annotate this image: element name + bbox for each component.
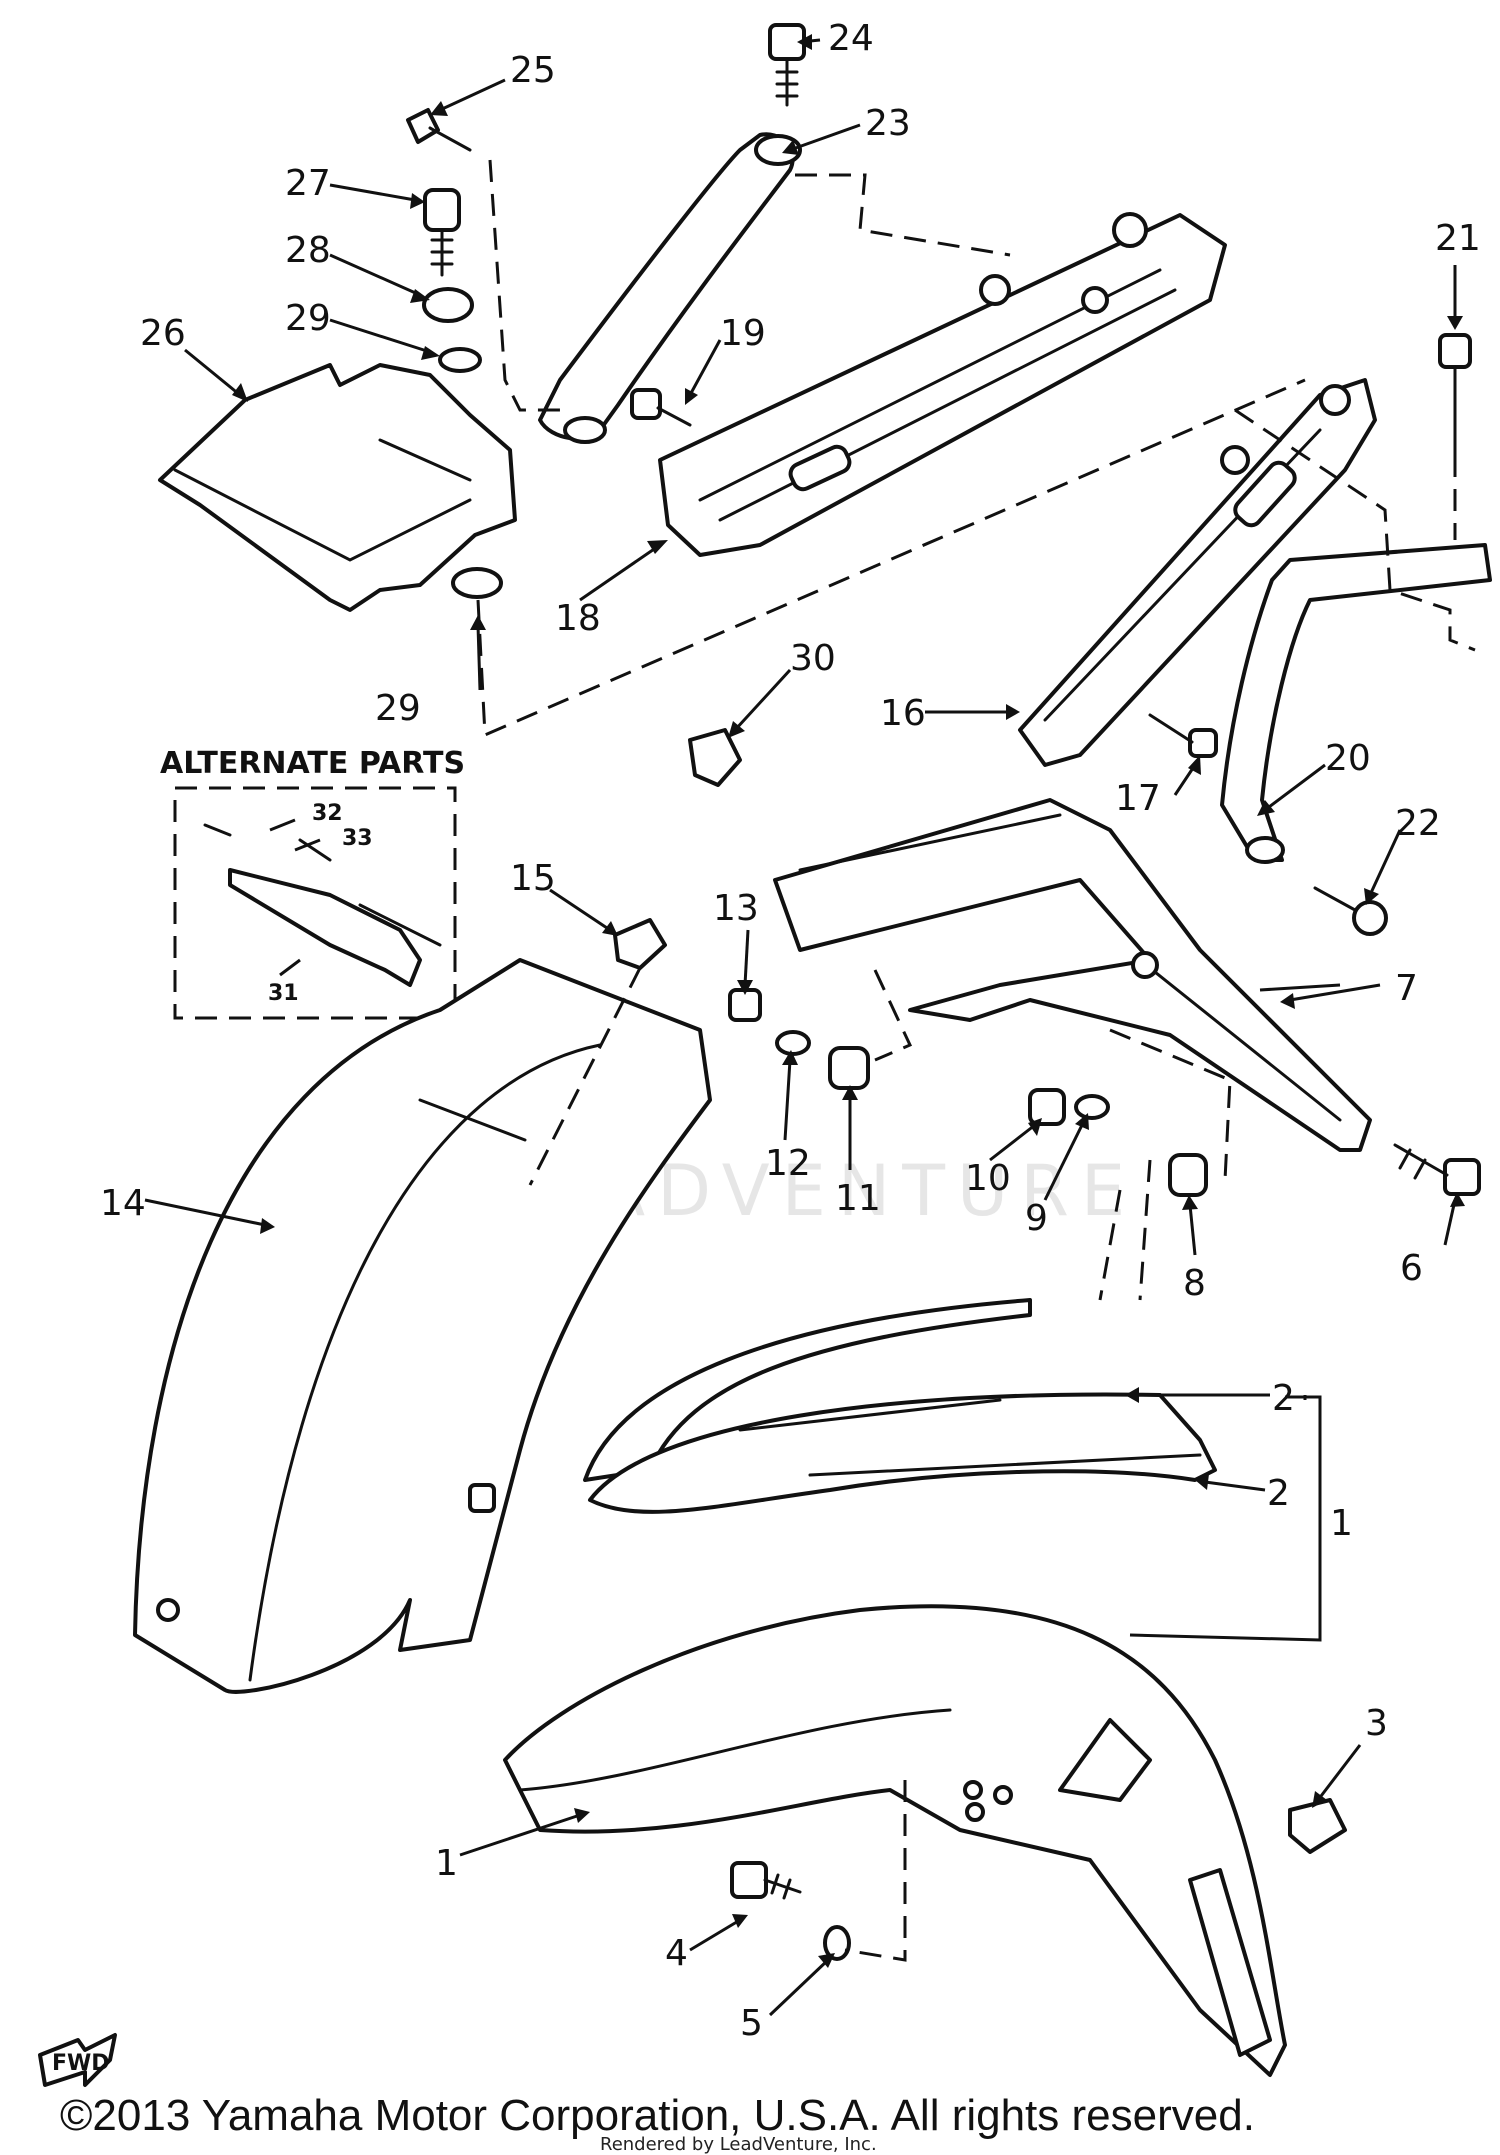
callout-3: 3	[1365, 1703, 1388, 1744]
callout-labels: 24 25 23 27 28 29 26 19 21 18 29 30 16 1…	[100, 18, 1481, 2044]
callout-18: 18	[555, 598, 601, 639]
alternate-bracket-31	[203, 823, 442, 987]
rendered-by-notice: Rendered by LeadVenture, Inc.	[600, 2134, 877, 2155]
callout-25: 25	[510, 50, 556, 91]
grab-bar-23	[538, 132, 802, 444]
cover-plate-26	[158, 363, 517, 612]
callout-19: 19	[720, 313, 766, 354]
callout-32: 32	[312, 801, 343, 826]
callout-15: 15	[510, 858, 556, 899]
washer-9	[1074, 1094, 1110, 1120]
callout-1-right: 1	[1330, 1503, 1353, 1544]
grab-bar-20	[1220, 543, 1492, 864]
fastener-3	[1288, 1798, 1347, 1854]
bolt-27	[423, 188, 461, 277]
callout-14: 14	[100, 1183, 146, 1224]
bolt-4	[730, 1861, 802, 1900]
washer-5	[823, 1925, 851, 1961]
callout-27: 27	[285, 163, 331, 204]
callout-10: 10	[965, 1158, 1011, 1199]
callout-30: 30	[790, 638, 836, 679]
bolt-24	[768, 23, 806, 107]
bracket-16	[1018, 378, 1377, 767]
callout-20: 20	[1325, 738, 1371, 779]
bolt-17	[1148, 713, 1218, 758]
collar-11	[828, 1046, 870, 1090]
nut-10	[1028, 1088, 1066, 1126]
leader-lines	[144, 34, 1465, 2017]
alternate-parts-title: ALTERNATE PARTS	[160, 746, 465, 781]
callout-5: 5	[740, 2003, 763, 2044]
washer-29-top	[438, 347, 482, 373]
callout-23: 23	[865, 103, 911, 144]
assembly-guide-lines	[476, 159, 1476, 1962]
callout-1-left: 1	[435, 1843, 458, 1884]
callout-29-bottom: 29	[375, 688, 421, 729]
callout-16: 16	[880, 693, 926, 734]
alternate-parts-box	[173, 786, 457, 1020]
callout-21: 21	[1435, 218, 1481, 259]
bolt-19	[630, 388, 692, 427]
callout-8: 8	[1183, 1263, 1206, 1304]
callout-6: 6	[1400, 1248, 1423, 1289]
callout-22: 22	[1395, 803, 1441, 844]
fender-stay-7	[773, 798, 1372, 1152]
bolt-22	[1313, 886, 1388, 936]
reflector-15	[613, 918, 667, 970]
bolt-6	[1393, 1143, 1481, 1196]
callout-7: 7	[1395, 968, 1418, 1009]
front-fender-1	[503, 1604, 1287, 2077]
callout-2-bottom: 2	[1267, 1473, 1290, 1514]
fwd-label: FWD	[52, 2051, 110, 2076]
callout-9: 9	[1025, 1198, 1048, 1239]
bolt-21	[1438, 333, 1472, 457]
callout-31: 31	[268, 981, 299, 1006]
grommet-28	[422, 287, 474, 323]
rear-fender-14	[133, 958, 712, 1694]
callout-17: 17	[1115, 778, 1161, 819]
copyright-notice: ©2013 Yamaha Motor Corporation, U.S.A. A…	[60, 2091, 1255, 2140]
callout-33: 33	[342, 826, 373, 851]
bracket-18	[658, 212, 1227, 557]
washer-29-bottom	[451, 567, 503, 599]
callout-13: 13	[713, 888, 759, 929]
callout-24: 24	[828, 18, 874, 59]
callout-28: 28	[285, 230, 331, 271]
callout-4: 4	[665, 1933, 688, 1974]
clip-nut-30	[688, 728, 742, 787]
callout-2-top: 2	[1272, 1378, 1295, 1419]
callout-11: 11	[835, 1178, 881, 1219]
collar-8	[1168, 1153, 1208, 1197]
bolt-25	[406, 108, 472, 152]
fender-strip-2	[583, 1298, 1217, 1514]
washer-12	[775, 1030, 811, 1056]
callout-29-top: 29	[285, 298, 331, 339]
callout-12: 12	[765, 1143, 811, 1184]
callout-26: 26	[140, 313, 186, 354]
fwd-arrow-icon: FWD	[38, 2033, 117, 2087]
